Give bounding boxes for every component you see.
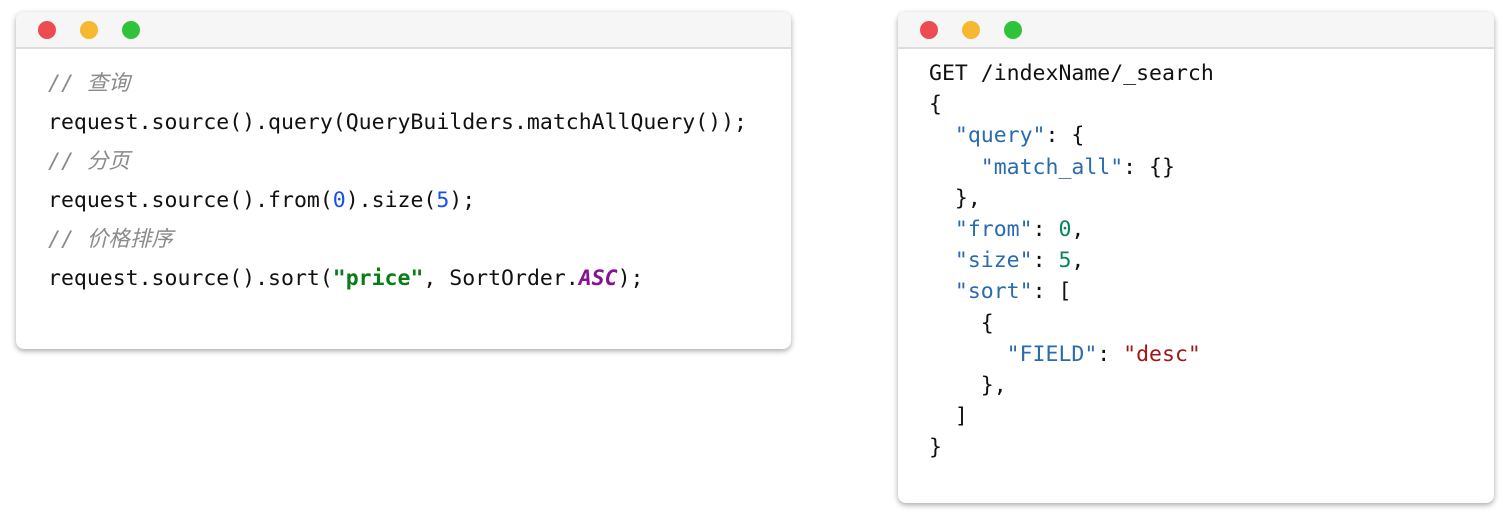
code-line: "from": 0, <box>929 214 1214 245</box>
window-title-bar <box>16 12 791 49</box>
code-line: } <box>929 432 1214 463</box>
minimize-window-button[interactable] <box>962 21 980 39</box>
code-line: // 查询 <box>48 64 747 103</box>
code-line: { <box>929 308 1214 339</box>
code-token <box>929 155 981 180</box>
maximize-window-button[interactable] <box>122 21 140 39</box>
code-token: : {} <box>1123 154 1175 180</box>
code-line: // 价格排序 <box>48 220 747 259</box>
code-token: : { <box>1045 123 1085 149</box>
code-line: request.source().query(QueryBuilders.mat… <box>48 103 747 142</box>
code-token <box>929 123 955 148</box>
code-token <box>929 248 955 273</box>
code-token: : [ <box>1032 279 1072 305</box>
close-window-button[interactable] <box>38 21 56 39</box>
code-token: } <box>929 435 942 461</box>
code-token: ); <box>449 188 476 213</box>
code-line: ] <box>929 401 1214 432</box>
code-token: { <box>929 310 994 336</box>
close-window-button[interactable] <box>920 21 938 39</box>
code-token: "query" <box>954 123 1046 149</box>
code-token: , SortOrder. <box>423 266 579 291</box>
code-token: "match_all" <box>980 154 1124 180</box>
code-line: request.source().from(0).size(5); <box>48 181 747 220</box>
code-token <box>929 342 1007 367</box>
code-token: : <box>1097 341 1124 367</box>
code-line: // 分页 <box>48 142 747 181</box>
code-token: "size" <box>954 248 1033 274</box>
code-token <box>929 217 955 242</box>
code-line: request.source().sort("price", SortOrder… <box>48 259 747 298</box>
code-line: { <box>929 89 1214 120</box>
code-token: request.source().query(QueryBuilders.mat… <box>48 110 747 135</box>
java-code-window: // 查询 request.source().query(QueryBuilder… <box>16 12 791 349</box>
code-line: "query": { <box>929 120 1214 151</box>
code-token: GET /indexName/_search <box>929 61 1214 86</box>
code-token: 0 <box>332 188 346 213</box>
code-token: , <box>1071 248 1085 274</box>
code-token: request.source().sort( <box>48 266 333 291</box>
code-token: request.source().from( <box>48 188 333 213</box>
code-line: }, <box>929 370 1214 401</box>
code-token: "sort" <box>954 279 1033 305</box>
code-line: "sort": [ <box>929 276 1214 307</box>
window-title-bar <box>898 12 1494 49</box>
code-token: "price" <box>332 266 424 291</box>
code-token: : <box>1032 248 1059 274</box>
code-token: 5 <box>436 188 450 213</box>
java-code-block: // 查询 request.source().query(QueryBuilder… <box>48 64 747 298</box>
code-token: "from" <box>954 217 1033 243</box>
code-line: GET /indexName/_search <box>929 58 1214 89</box>
code-token: , <box>1071 217 1085 243</box>
code-line: }, <box>929 183 1214 214</box>
code-token: ] <box>929 404 968 430</box>
code-token: }, <box>929 185 981 211</box>
minimize-window-button[interactable] <box>80 21 98 39</box>
code-token: 5 <box>1058 248 1072 274</box>
code-token: ASC <box>578 266 618 291</box>
code-token: ).size( <box>345 188 437 213</box>
code-line: "size": 5, <box>929 245 1214 276</box>
dsl-code-block: GET /indexName/_search { "query": { "matc… <box>929 58 1214 464</box>
code-line: "FIELD": "desc" <box>929 339 1214 370</box>
code-token: { <box>929 92 942 118</box>
code-comment: // 查询 <box>48 71 130 96</box>
code-token <box>929 279 955 304</box>
code-token: "FIELD" <box>1006 341 1098 367</box>
dsl-code-window: GET /indexName/_search { "query": { "matc… <box>898 12 1494 503</box>
code-token: }, <box>929 373 1007 399</box>
maximize-window-button[interactable] <box>1004 21 1022 39</box>
code-line: "match_all": {} <box>929 152 1214 183</box>
code-token: : <box>1032 217 1059 243</box>
code-token: "desc" <box>1123 341 1201 367</box>
code-token: ); <box>617 266 644 291</box>
code-comment: // 价格排序 <box>48 227 173 252</box>
code-comment: // 分页 <box>48 149 130 174</box>
code-token: 0 <box>1058 217 1072 243</box>
